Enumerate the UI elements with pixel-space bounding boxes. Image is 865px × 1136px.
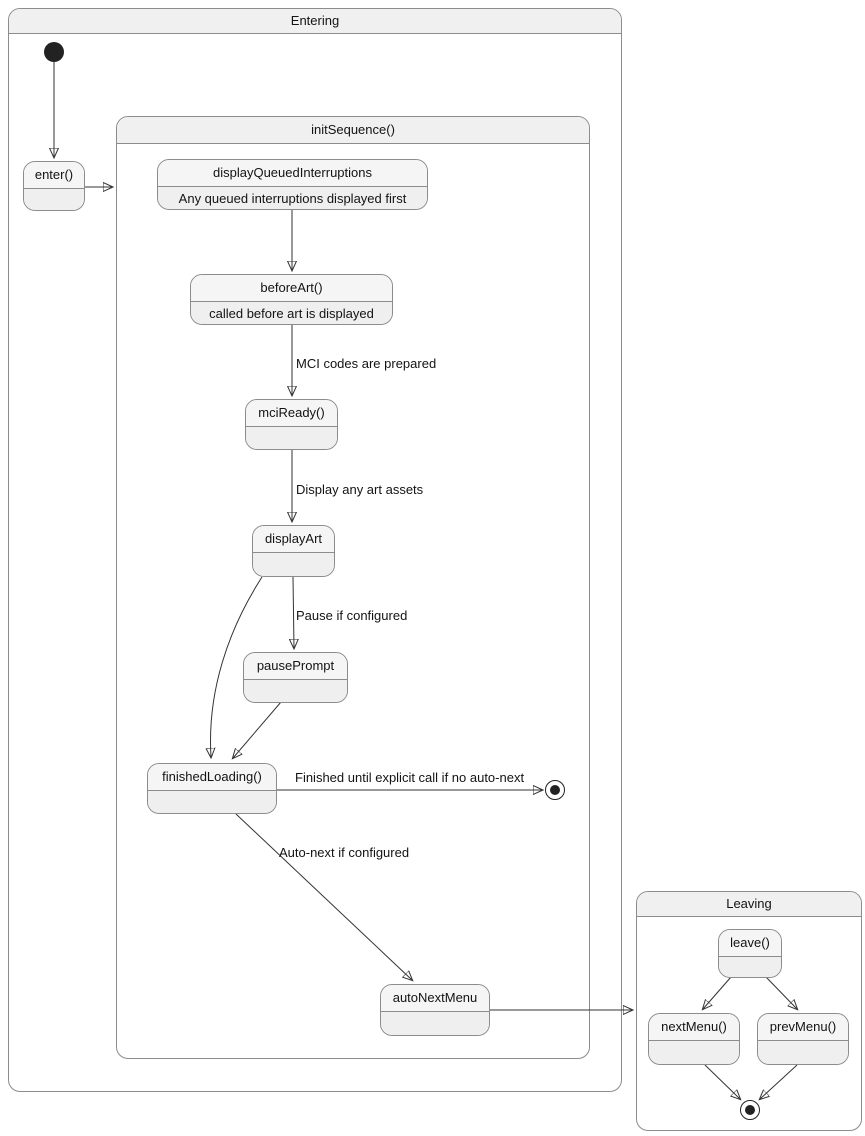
- state-body: [246, 427, 337, 449]
- state-nextmenu: nextMenu(): [648, 1013, 740, 1065]
- state-autonextmenu: autoNextMenu: [380, 984, 490, 1036]
- state-displayart: displayArt: [252, 525, 335, 577]
- state-description: called before art is displayed: [191, 302, 392, 324]
- edge-label-pause: Pause if configured: [296, 608, 408, 623]
- edge-label-display-assets: Display any art assets: [296, 482, 424, 497]
- state-enter: enter(): [23, 161, 85, 211]
- edge-label-finished: Finished until explicit call if no auto-…: [295, 770, 525, 785]
- state-body: [244, 680, 347, 702]
- state-title: displayArt: [253, 526, 334, 553]
- state-finishedloading: finishedLoading(): [147, 763, 277, 814]
- state-title: enter(): [24, 162, 84, 189]
- state-title: nextMenu(): [649, 1014, 739, 1041]
- final-state-entering: [545, 780, 565, 800]
- state-body: [649, 1041, 739, 1064]
- state-body: [719, 957, 781, 977]
- state-body: [24, 189, 84, 210]
- state-description: Any queued interruptions displayed first: [158, 187, 427, 209]
- state-title: prevMenu(): [758, 1014, 848, 1041]
- state-body: [148, 791, 276, 813]
- state-title: leave(): [719, 930, 781, 957]
- state-title: finishedLoading(): [148, 764, 276, 791]
- initial-state-dot: [44, 42, 64, 62]
- state-prevmenu: prevMenu(): [757, 1013, 849, 1065]
- group-title-leaving: Leaving: [637, 892, 861, 917]
- state-group-leaving: Leaving: [636, 891, 862, 1131]
- edge-label-auto-next: Auto-next if configured: [279, 845, 410, 860]
- state-leave: leave(): [718, 929, 782, 978]
- state-pauseprompt: pausePrompt: [243, 652, 348, 703]
- state-title: mciReady(): [246, 400, 337, 427]
- state-body: [758, 1041, 848, 1064]
- state-displayqueuedinterruptions: displayQueuedInterruptions Any queued in…: [157, 159, 428, 210]
- group-title-initsequence: initSequence(): [117, 117, 589, 144]
- final-state-leaving: [740, 1100, 760, 1120]
- edge-label-mci-codes: MCI codes are prepared: [296, 356, 437, 371]
- state-title: beforeArt(): [191, 275, 392, 302]
- state-body: [381, 1012, 489, 1035]
- state-title: pausePrompt: [244, 653, 347, 680]
- group-title-entering: Entering: [9, 9, 621, 34]
- state-title: displayQueuedInterruptions: [158, 160, 427, 187]
- state-body: [253, 553, 334, 576]
- state-mciready: mciReady(): [245, 399, 338, 450]
- state-beforeart: beforeArt() called before art is display…: [190, 274, 393, 325]
- state-title: autoNextMenu: [381, 985, 489, 1012]
- state-group-initsequence: initSequence(): [116, 116, 590, 1059]
